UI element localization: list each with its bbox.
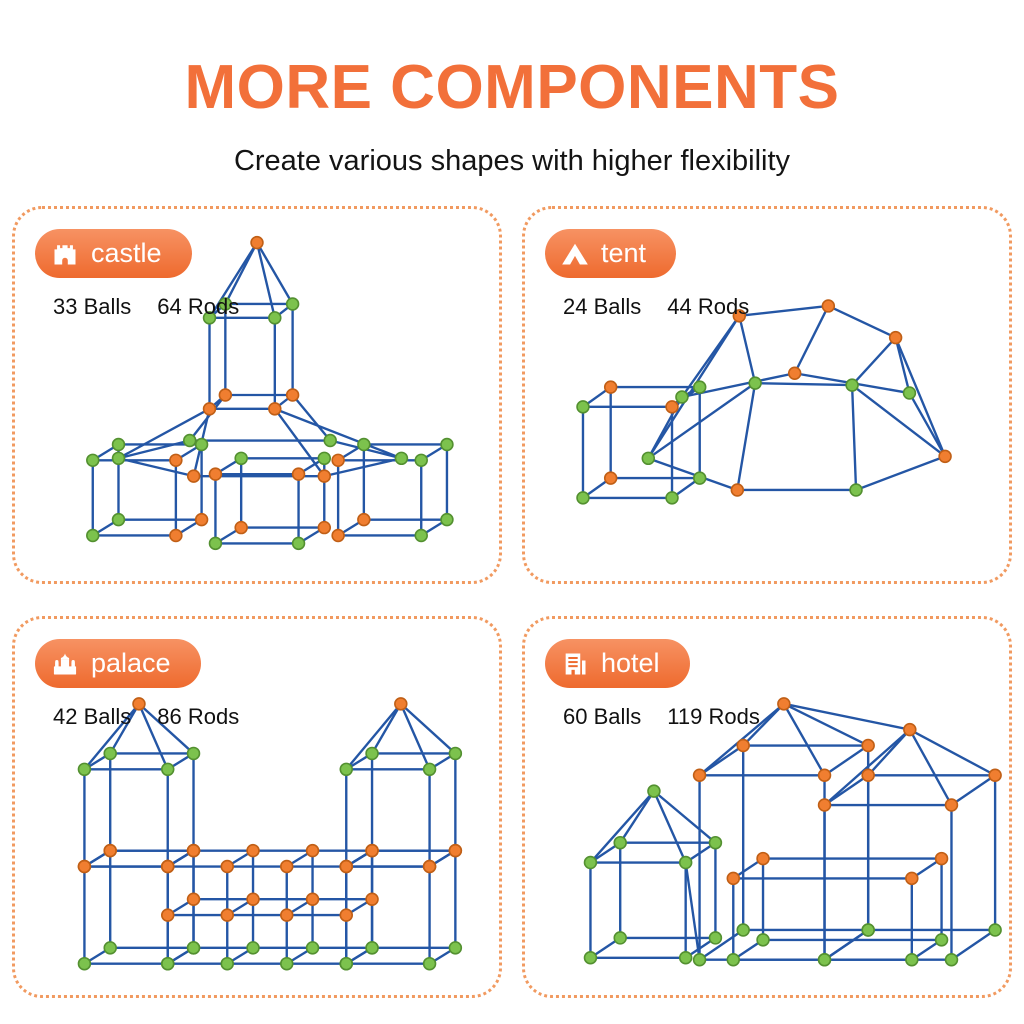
castle-counts: 33 Balls 64 Rods <box>53 294 499 320</box>
hotel-label: hotel <box>601 648 660 678</box>
hotel-structure-drawing <box>583 697 1002 967</box>
castle-label: castle <box>91 238 162 268</box>
palace-structure-drawing <box>77 697 463 971</box>
page-title: MORE COMPONENTS <box>184 53 840 122</box>
tent-balls-count: 24 Balls <box>563 294 642 319</box>
tent-structure-drawing <box>576 299 952 505</box>
hotel-counts: 60 Balls 119 Rods <box>563 704 1009 730</box>
hotel-badge: hotel <box>545 639 690 688</box>
castle-icon <box>51 240 79 268</box>
page-subtitle: Create various shapes with higher flexib… <box>233 145 791 177</box>
panel-castle: castle 33 Balls 64 Rods <box>12 206 502 584</box>
tent-badge: tent <box>545 229 677 278</box>
castle-badge: castle <box>35 229 192 278</box>
castle-rods-count: 64 Rods <box>157 294 240 319</box>
product-infographic: MORE COMPONENTS Create various shapes wi… <box>0 0 1024 998</box>
panel-palace: palace 42 Balls 86 Rods <box>12 616 502 998</box>
palace-label: palace <box>91 648 171 678</box>
palace-badge: palace <box>35 639 201 688</box>
castle-balls-count: 33 Balls <box>53 294 132 319</box>
castle-structure-drawing <box>86 235 454 551</box>
panel-tent: tent 24 Balls 44 Rods <box>522 206 1012 584</box>
tent-counts: 24 Balls 44 Rods <box>563 294 1009 320</box>
palace-rods-count: 86 Rods <box>157 704 240 729</box>
tent-rods-count: 44 Rods <box>667 294 750 319</box>
tent-label: tent <box>601 238 647 268</box>
hotel-icon <box>561 650 589 678</box>
panel-hotel: hotel 60 Balls 119 Rods <box>522 616 1012 998</box>
tent-icon <box>561 240 589 268</box>
palace-icon <box>51 650 79 678</box>
panel-grid: castle 33 Balls 64 Rods tent 24 Balls 44… <box>12 206 1012 998</box>
palace-counts: 42 Balls 86 Rods <box>53 704 499 730</box>
hotel-balls-count: 60 Balls <box>563 704 642 729</box>
palace-balls-count: 42 Balls <box>53 704 132 729</box>
header: MORE COMPONENTS Create various shapes wi… <box>0 0 1024 178</box>
hotel-rods-count: 119 Rods <box>667 704 760 729</box>
